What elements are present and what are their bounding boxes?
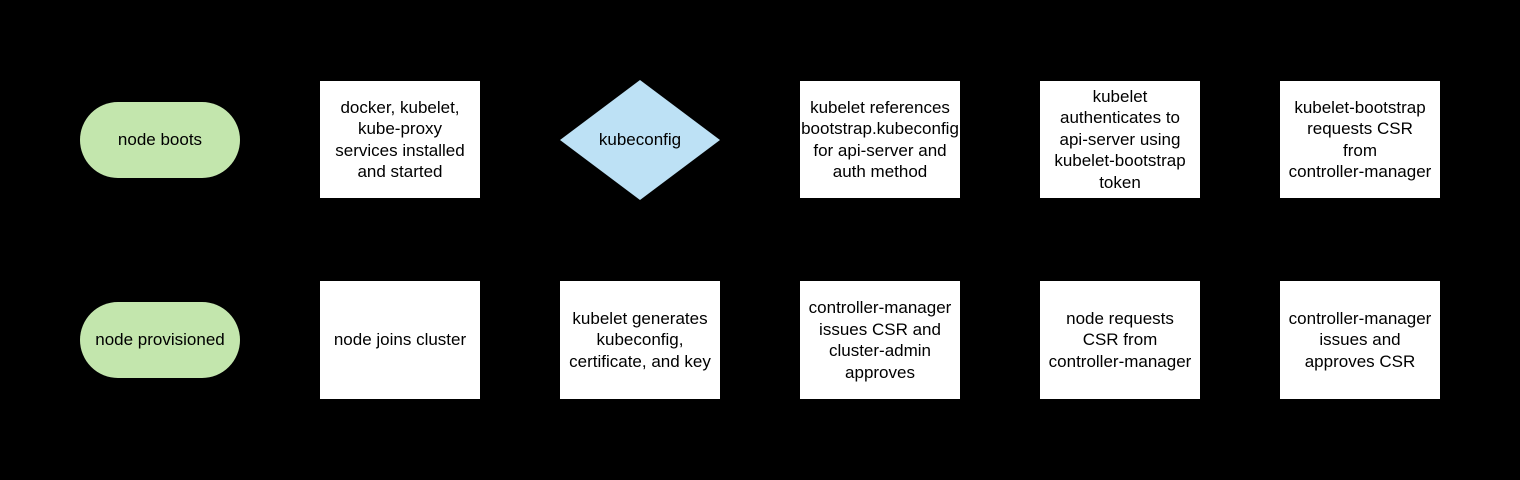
- node-label: node provisioned: [95, 330, 225, 350]
- process-controller-manager-issues-csr-cluster-admin-approves: controller-manager issues CSR and cluste…: [800, 281, 960, 399]
- node-label: kubelet references bootstrap.kubeconfig …: [801, 97, 959, 182]
- node-label: docker, kubelet, kube-proxy services ins…: [335, 97, 465, 182]
- process-node-requests-csr: node requests CSR from controller-manage…: [1040, 281, 1200, 399]
- node-label: node requests CSR from controller-manage…: [1048, 308, 1192, 371]
- node-label: kubelet authenticates to api-server usin…: [1054, 86, 1186, 192]
- process-kubelet-bootstrap-requests-csr: kubelet-bootstrap requests CSR from cont…: [1280, 81, 1440, 198]
- node-label: node boots: [117, 130, 203, 150]
- node-label: controller-manager issues CSR and cluste…: [808, 298, 952, 382]
- process-node-joins-cluster: node joins cluster: [320, 281, 480, 399]
- node-label: kubelet-bootstrap requests CSR from cont…: [1288, 97, 1432, 182]
- decision-kubeconfig: kubeconfig: [560, 80, 720, 200]
- process-controller-manager-issues-and-approves-csr: controller-manager issues and approves C…: [1280, 281, 1440, 399]
- terminator-node-boots: node boots: [80, 102, 240, 178]
- process-kubelet-authenticates-to-api-server: kubelet authenticates to api-server usin…: [1040, 81, 1200, 198]
- process-services-installed-and-started: docker, kubelet, kube-proxy services ins…: [320, 81, 480, 198]
- process-kubelet-references-bootstrap-kubeconfig: kubelet references bootstrap.kubeconfig …: [800, 81, 960, 198]
- node-label: node joins cluster: [333, 330, 467, 350]
- process-kubelet-generates-kubeconfig: kubelet generates kubeconfig, certificat…: [560, 281, 720, 399]
- node-label: kubeconfig: [598, 130, 682, 150]
- node-label: controller-manager issues and approves C…: [1288, 308, 1432, 371]
- node-label: kubelet generates kubeconfig, certificat…: [569, 308, 711, 371]
- terminator-node-provisioned: node provisioned: [80, 302, 240, 378]
